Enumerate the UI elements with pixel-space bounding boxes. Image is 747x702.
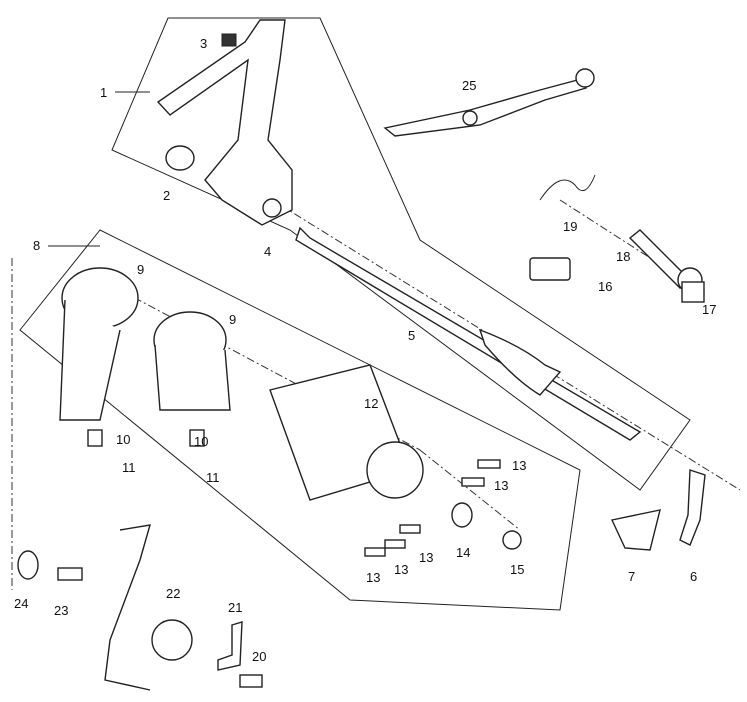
callout-13: 13 (394, 562, 408, 577)
callout-13: 13 (512, 458, 526, 473)
sensor-22 (151, 619, 193, 661)
callout-13: 13 (494, 478, 508, 493)
callout-18: 18 (616, 249, 630, 264)
lever-6 (679, 469, 706, 546)
pin-13 (399, 524, 421, 534)
pedal-pivot (462, 110, 478, 126)
callout-13: 13 (366, 570, 380, 585)
sensor-cable (104, 524, 151, 691)
callout-12: 12 (364, 396, 378, 411)
callout-13: 13 (419, 550, 433, 565)
pin-13 (461, 477, 485, 487)
washer-14 (451, 502, 473, 528)
callout-1: 1 (100, 85, 107, 100)
callout-23: 23 (54, 603, 68, 618)
callout-15: 15 (510, 562, 524, 577)
callout-14: 14 (456, 545, 470, 560)
callout-2: 2 (163, 188, 170, 203)
group-1-outline (111, 17, 691, 491)
shift-arm-hole (262, 198, 282, 218)
bolt-17 (681, 281, 705, 303)
callout-7: 7 (628, 569, 635, 584)
bolt-20 (239, 674, 263, 688)
callout-3: 3 (200, 36, 207, 51)
fork-1-leg (59, 299, 121, 421)
callout-11: 11 (122, 460, 136, 475)
pin-10 (87, 429, 103, 447)
callout-9: 9 (137, 262, 144, 277)
pedal-link-end (575, 68, 595, 88)
callout-8: 8 (33, 238, 40, 253)
shift-arm (156, 19, 293, 226)
callout-20: 20 (252, 649, 266, 664)
callout-24: 24 (14, 596, 28, 611)
spring-2 (165, 145, 195, 171)
spring-3 (221, 33, 237, 47)
spring-19 (539, 174, 596, 201)
callout-5: 5 (408, 328, 415, 343)
pin-13 (477, 459, 501, 469)
seal-24 (17, 550, 39, 580)
arm-18 (628, 229, 692, 289)
callout-16: 16 (598, 279, 612, 294)
callout-25: 25 (462, 78, 476, 93)
bolt-16 (529, 257, 571, 281)
callout-19: 19 (563, 219, 577, 234)
callout-9: 9 (229, 312, 236, 327)
pin-13 (384, 539, 406, 549)
callout-11: 11 (206, 470, 220, 485)
callout-22: 22 (166, 586, 180, 601)
gearshift-pedal (383, 77, 587, 137)
fork-2-leg (154, 344, 231, 411)
shaft-arm (478, 328, 562, 396)
drum-star (366, 441, 424, 499)
callout-6: 6 (690, 569, 697, 584)
callout-4: 4 (264, 244, 271, 259)
center-line (559, 199, 701, 291)
callout-10: 10 (116, 432, 130, 447)
bolt-23 (57, 567, 83, 581)
callout-21: 21 (228, 600, 242, 615)
cam-7 (610, 509, 661, 551)
bracket-21 (217, 621, 243, 671)
gearshift-shaft (295, 226, 642, 441)
pin-10 (189, 429, 205, 447)
callout-10: 10 (194, 434, 208, 449)
center-line (419, 449, 521, 531)
callout-17: 17 (702, 302, 716, 317)
group-8-outline (19, 229, 581, 611)
screw-15 (502, 530, 522, 550)
pin-13 (364, 547, 386, 557)
